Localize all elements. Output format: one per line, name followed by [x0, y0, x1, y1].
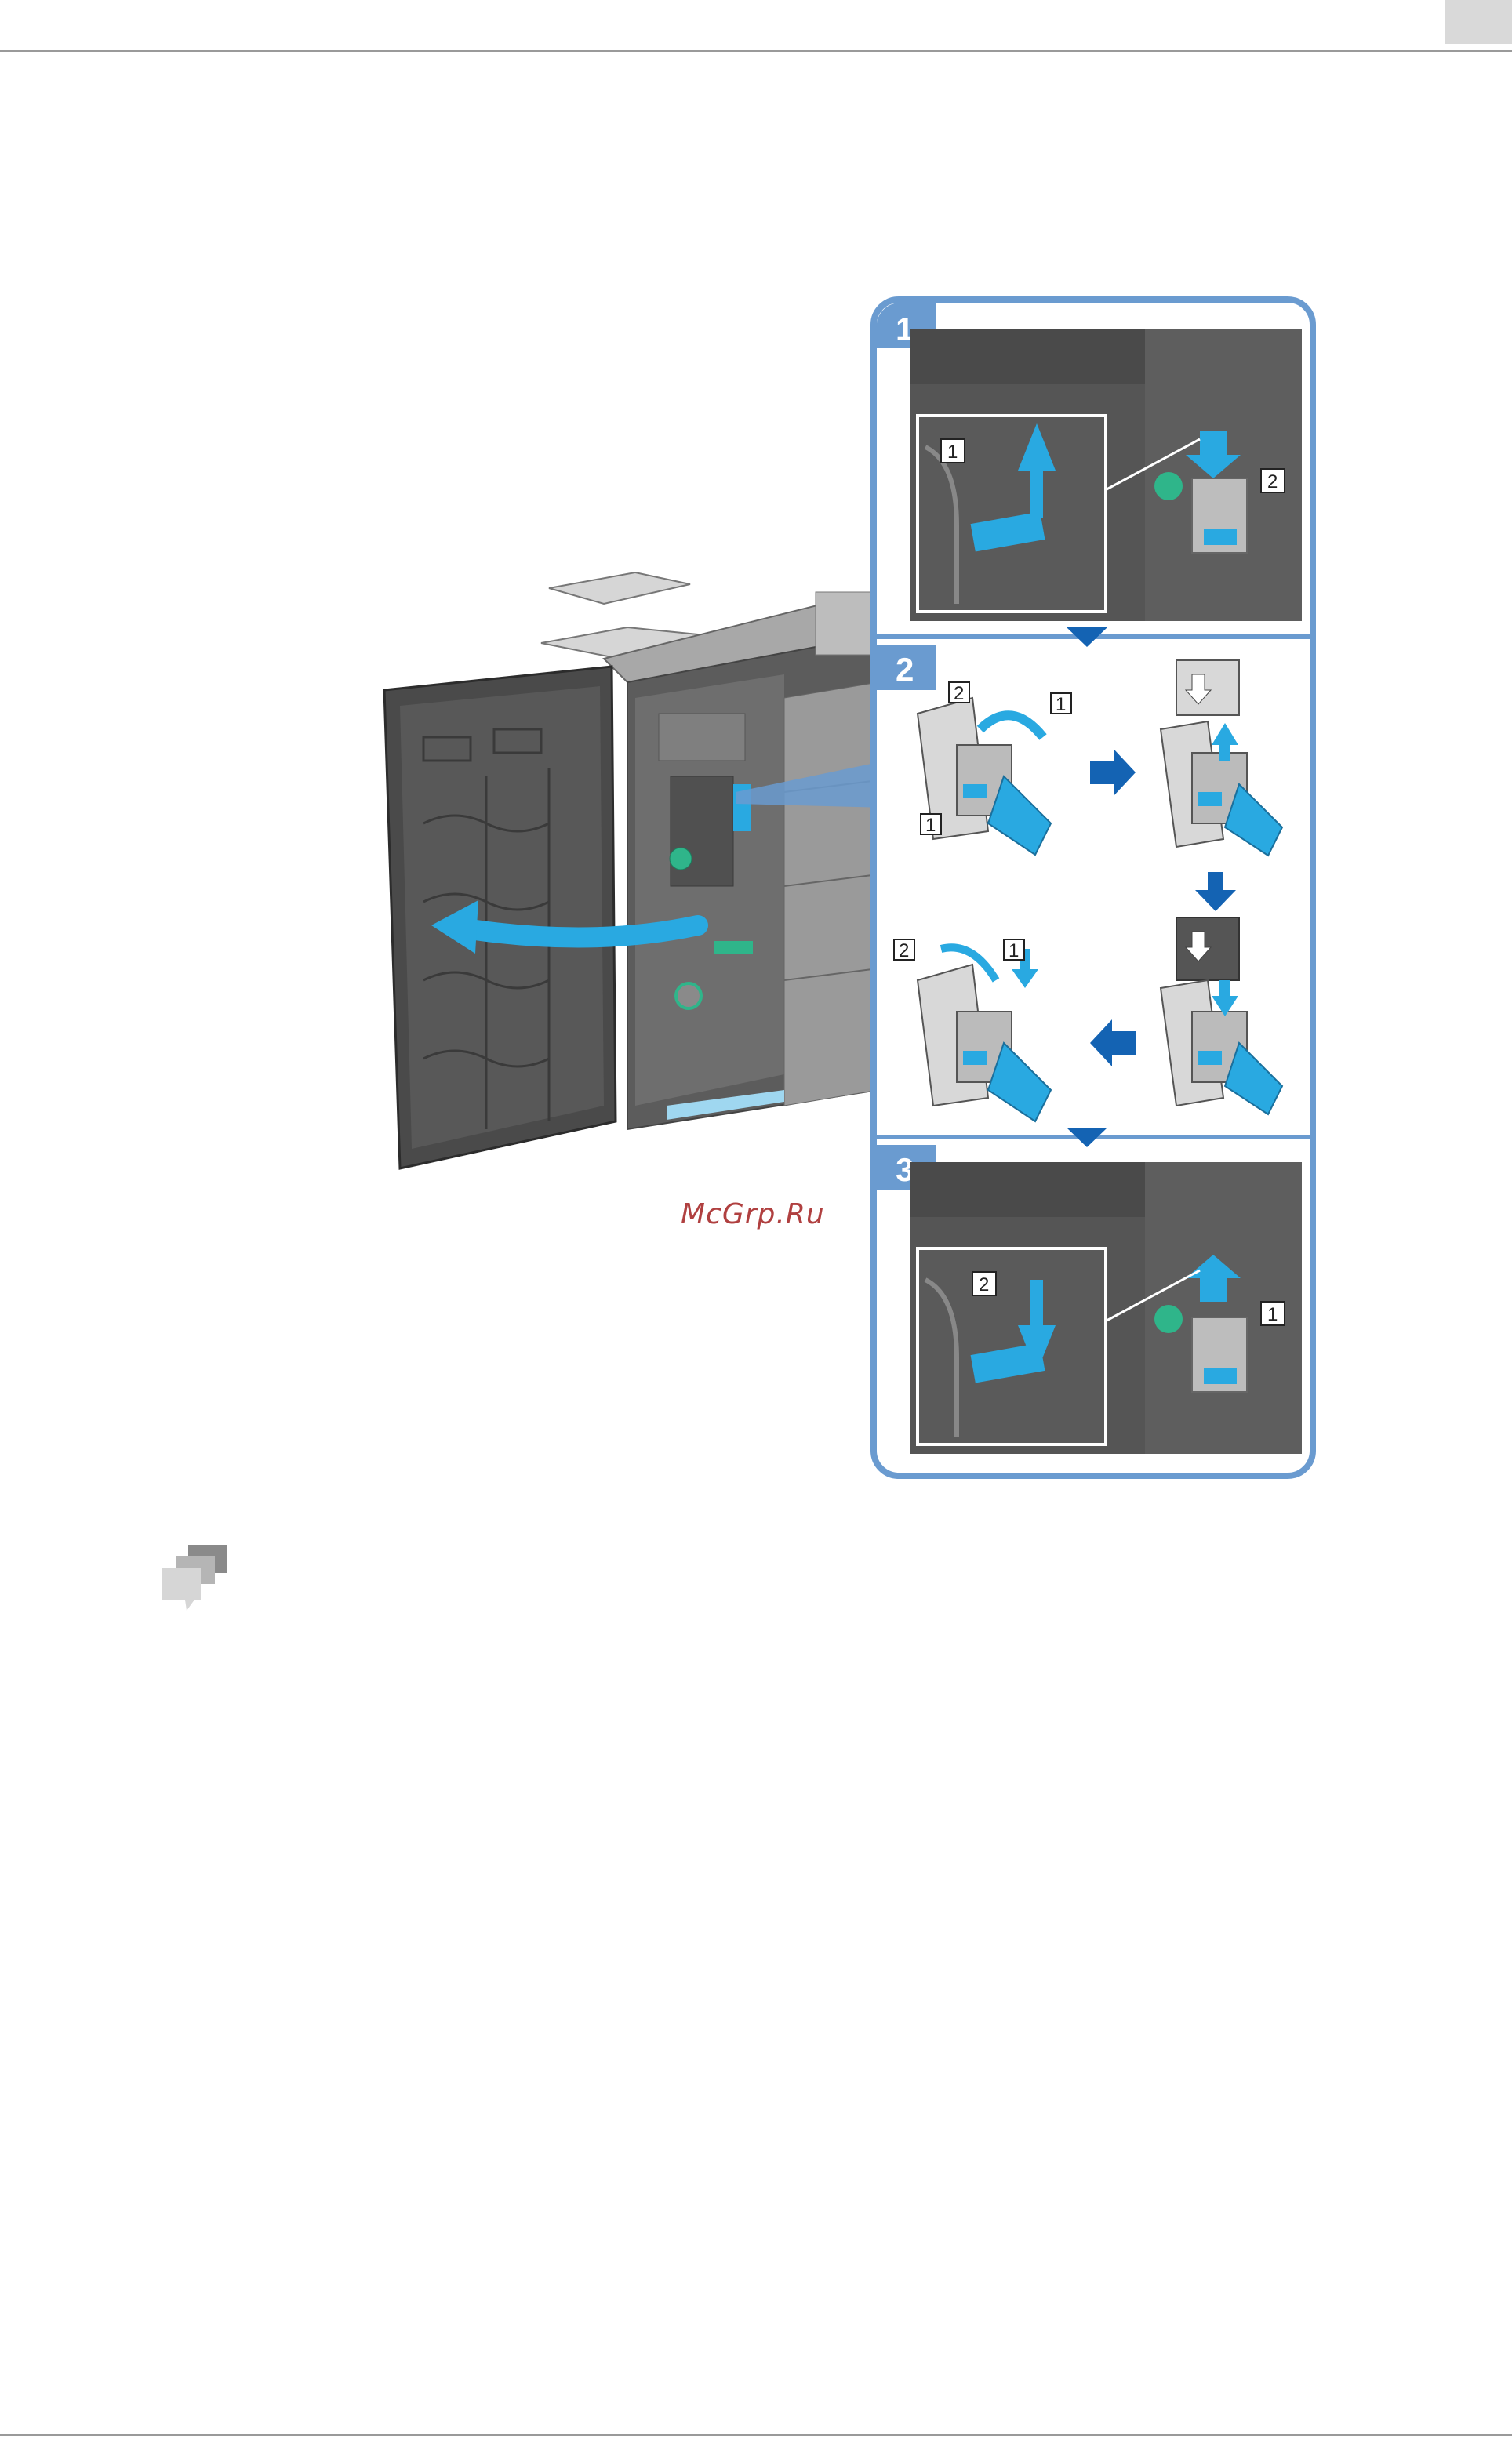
footer-rule: [0, 2434, 1512, 2436]
watermark: McGrp.Ru: [681, 1198, 825, 1230]
step-3-callout-a: 2: [979, 1274, 989, 1295]
finisher-machine: [384, 572, 886, 1168]
step-1: 1 1 2: [877, 303, 1302, 621]
instruction-panel: 1 1 2 2: [874, 300, 1313, 1476]
step-2-callout-a: 2: [954, 683, 964, 704]
header-rule: [0, 50, 1512, 52]
step-3-callout-b: 1: [1267, 1304, 1278, 1325]
step-2-callout-c: 1: [925, 815, 936, 836]
step-1-callout-a: 1: [947, 441, 958, 463]
step-2-callout-b: 1: [1056, 694, 1066, 715]
step-1-callout-b: 2: [1267, 471, 1278, 492]
step-3: 3 2 1: [877, 1145, 1302, 1454]
speech-bubbles-icon: [162, 1545, 227, 1612]
step-2-number: 2: [896, 651, 914, 688]
staple-replacement-figure: 1 1 2 2: [376, 290, 1318, 1482]
step-2-callout-e: 1: [1009, 940, 1019, 961]
step-2-callout-d: 2: [899, 940, 909, 961]
page-tab: [1445, 0, 1512, 44]
